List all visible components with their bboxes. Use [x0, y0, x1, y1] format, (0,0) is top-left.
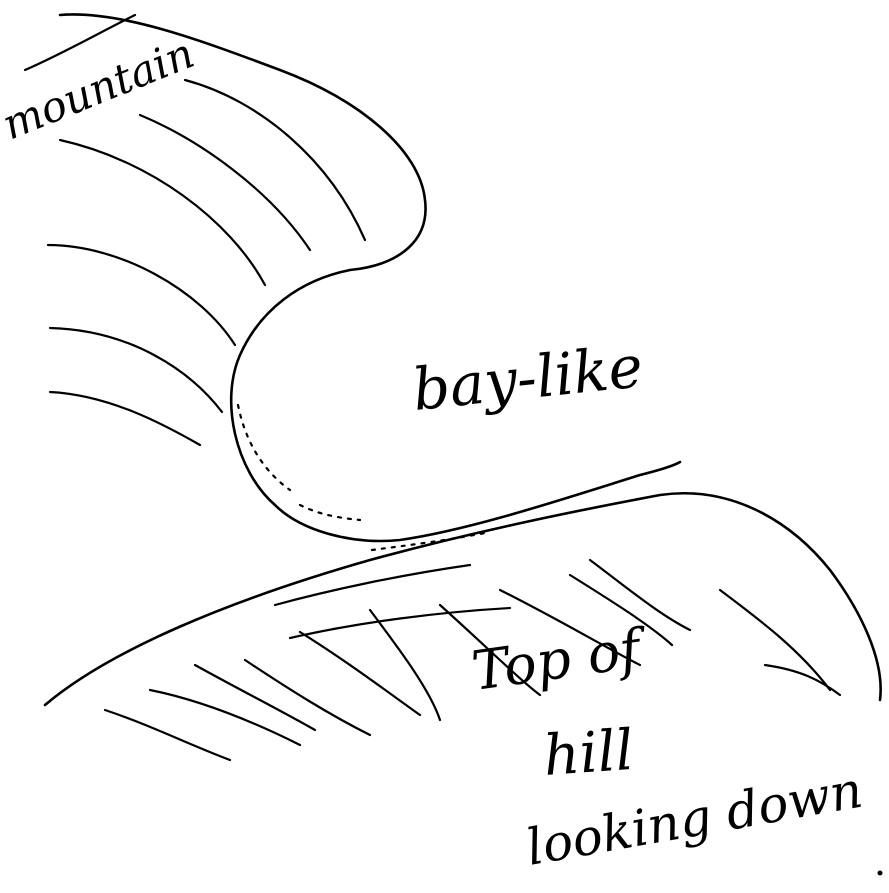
mountain-hatching — [48, 80, 365, 445]
hill-ridge-outline — [45, 493, 881, 705]
mountain-ridge-outline — [60, 14, 680, 541]
hill-label: hill — [541, 718, 635, 789]
top-of-label: Top of — [468, 616, 652, 703]
stray-dot — [878, 871, 883, 876]
mountain-label: mountain — [0, 28, 201, 149]
shoreline-dots — [238, 405, 490, 550]
bay-like-label: bay-like — [409, 332, 645, 424]
